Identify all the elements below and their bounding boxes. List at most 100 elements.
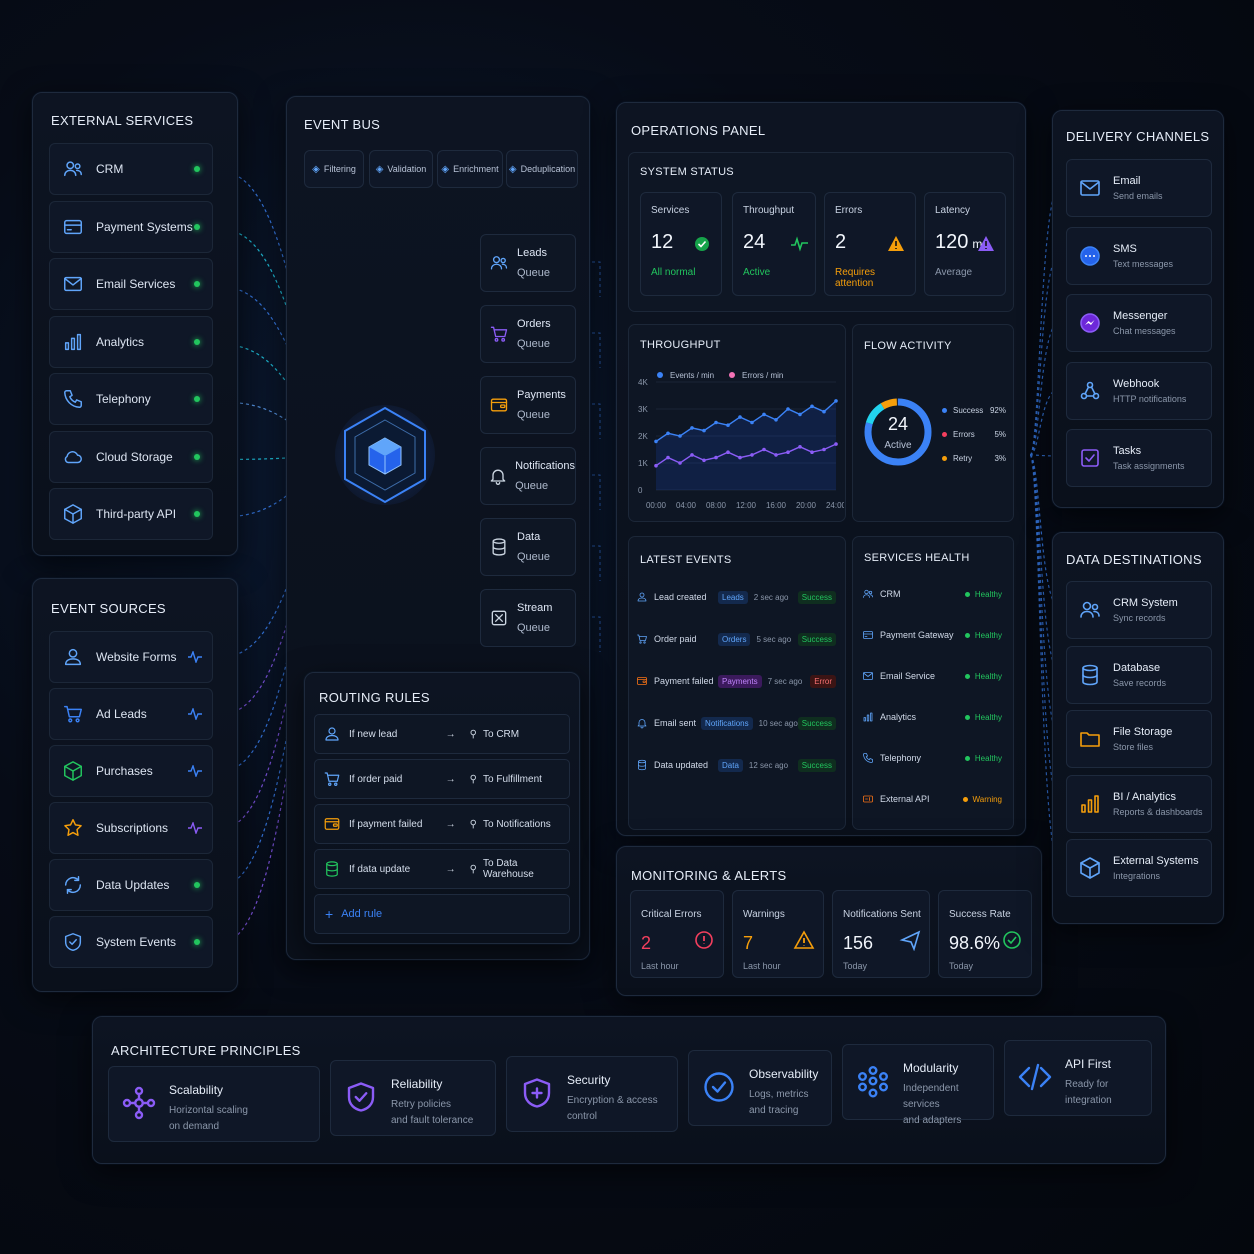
event-name: Payment failed (654, 676, 714, 686)
chip-icon: ◈ (441, 163, 450, 175)
principle-desc-line: Independent services (903, 1083, 959, 1110)
event-source-3[interactable]: Subscriptions (49, 802, 213, 854)
monitoring-title: MONITORING & ALERTS (631, 868, 787, 883)
external-service-2[interactable]: Email Services (49, 258, 213, 310)
external-service-3[interactable]: Analytics (49, 315, 213, 368)
routing-rules-title: ROUTING RULES (319, 690, 430, 705)
data-point (834, 442, 838, 446)
bar-chart-icon (862, 711, 874, 723)
event-bus-hub[interactable] (335, 400, 435, 510)
modules-icon (855, 1063, 891, 1099)
event-source-0[interactable]: Website Forms (49, 631, 213, 683)
event-source-5[interactable]: System Events (49, 916, 213, 968)
routing-rule-0[interactable]: If new lead→⚲To CRM (314, 714, 570, 754)
alert-value: 98.6% (949, 933, 1001, 953)
flow-center-label: Active (884, 440, 912, 451)
filter-chip-filtering[interactable]: ◈Filtering (304, 150, 364, 188)
routing-rule-1[interactable]: If order paid→⚲To Fulfillment (314, 759, 570, 799)
target-icon: ⚲ (469, 863, 477, 875)
external-service-5[interactable]: Cloud Storage (49, 430, 213, 483)
external-service-label: Payment Systems (96, 219, 193, 234)
check-icon (693, 235, 711, 253)
external-service-1[interactable]: Payment Systems (49, 200, 213, 253)
event-source-2[interactable]: Purchases (49, 745, 213, 797)
alert-sub: Last hour (743, 961, 781, 971)
external-service-6[interactable]: Third-party API (49, 488, 213, 540)
latest-events-title: LATEST EVENTS (640, 554, 732, 566)
user-icon (60, 644, 86, 670)
queue-name: Notifications (515, 460, 575, 472)
rule-condition: If order paid (349, 773, 403, 785)
filter-chip-deduplication[interactable]: ◈Deduplication (506, 150, 578, 188)
x-tick-label: 08:00 (706, 501, 727, 510)
status-dot (194, 396, 200, 402)
target-icon: ⚲ (469, 818, 477, 830)
principle-desc-line: and tracing (749, 1105, 799, 1116)
event-source-label: System Events (96, 935, 177, 949)
principle-desc-line: Ready for (1065, 1079, 1109, 1090)
status-dot (194, 511, 200, 517)
x-tick-label: 00:00 (646, 501, 667, 510)
principle-desc-line: control (567, 1111, 598, 1122)
external-service-0[interactable]: CRM (49, 143, 213, 195)
bell-icon (636, 717, 648, 729)
external-service-4[interactable]: Telephony (49, 373, 213, 425)
routing-rule-3[interactable]: If data update→⚲To Data Warehouse (314, 849, 570, 889)
filter-chip-validation[interactable]: ◈Validation (369, 150, 433, 188)
service-status: Healthy (974, 712, 1002, 722)
chip-icon: ◈ (375, 163, 384, 175)
item-sub: Store files (1113, 742, 1154, 752)
arrow-right-icon: → (445, 818, 456, 830)
event-source-4[interactable]: Data Updates (49, 859, 213, 911)
activity-icon (188, 651, 202, 663)
principle-name: Security (567, 1073, 611, 1087)
event-source-1[interactable]: Ad Leads (49, 688, 213, 740)
legend-label: Success (953, 406, 984, 415)
routing-rule-2[interactable]: If payment failed→⚲To Notifications (314, 804, 570, 844)
event-source-label: Ad Leads (96, 707, 147, 721)
mail-icon (862, 670, 874, 682)
add-rule-button[interactable]: + Add rule (314, 894, 570, 934)
filter-chip-enrichment[interactable]: ◈Enrichment (437, 150, 503, 188)
